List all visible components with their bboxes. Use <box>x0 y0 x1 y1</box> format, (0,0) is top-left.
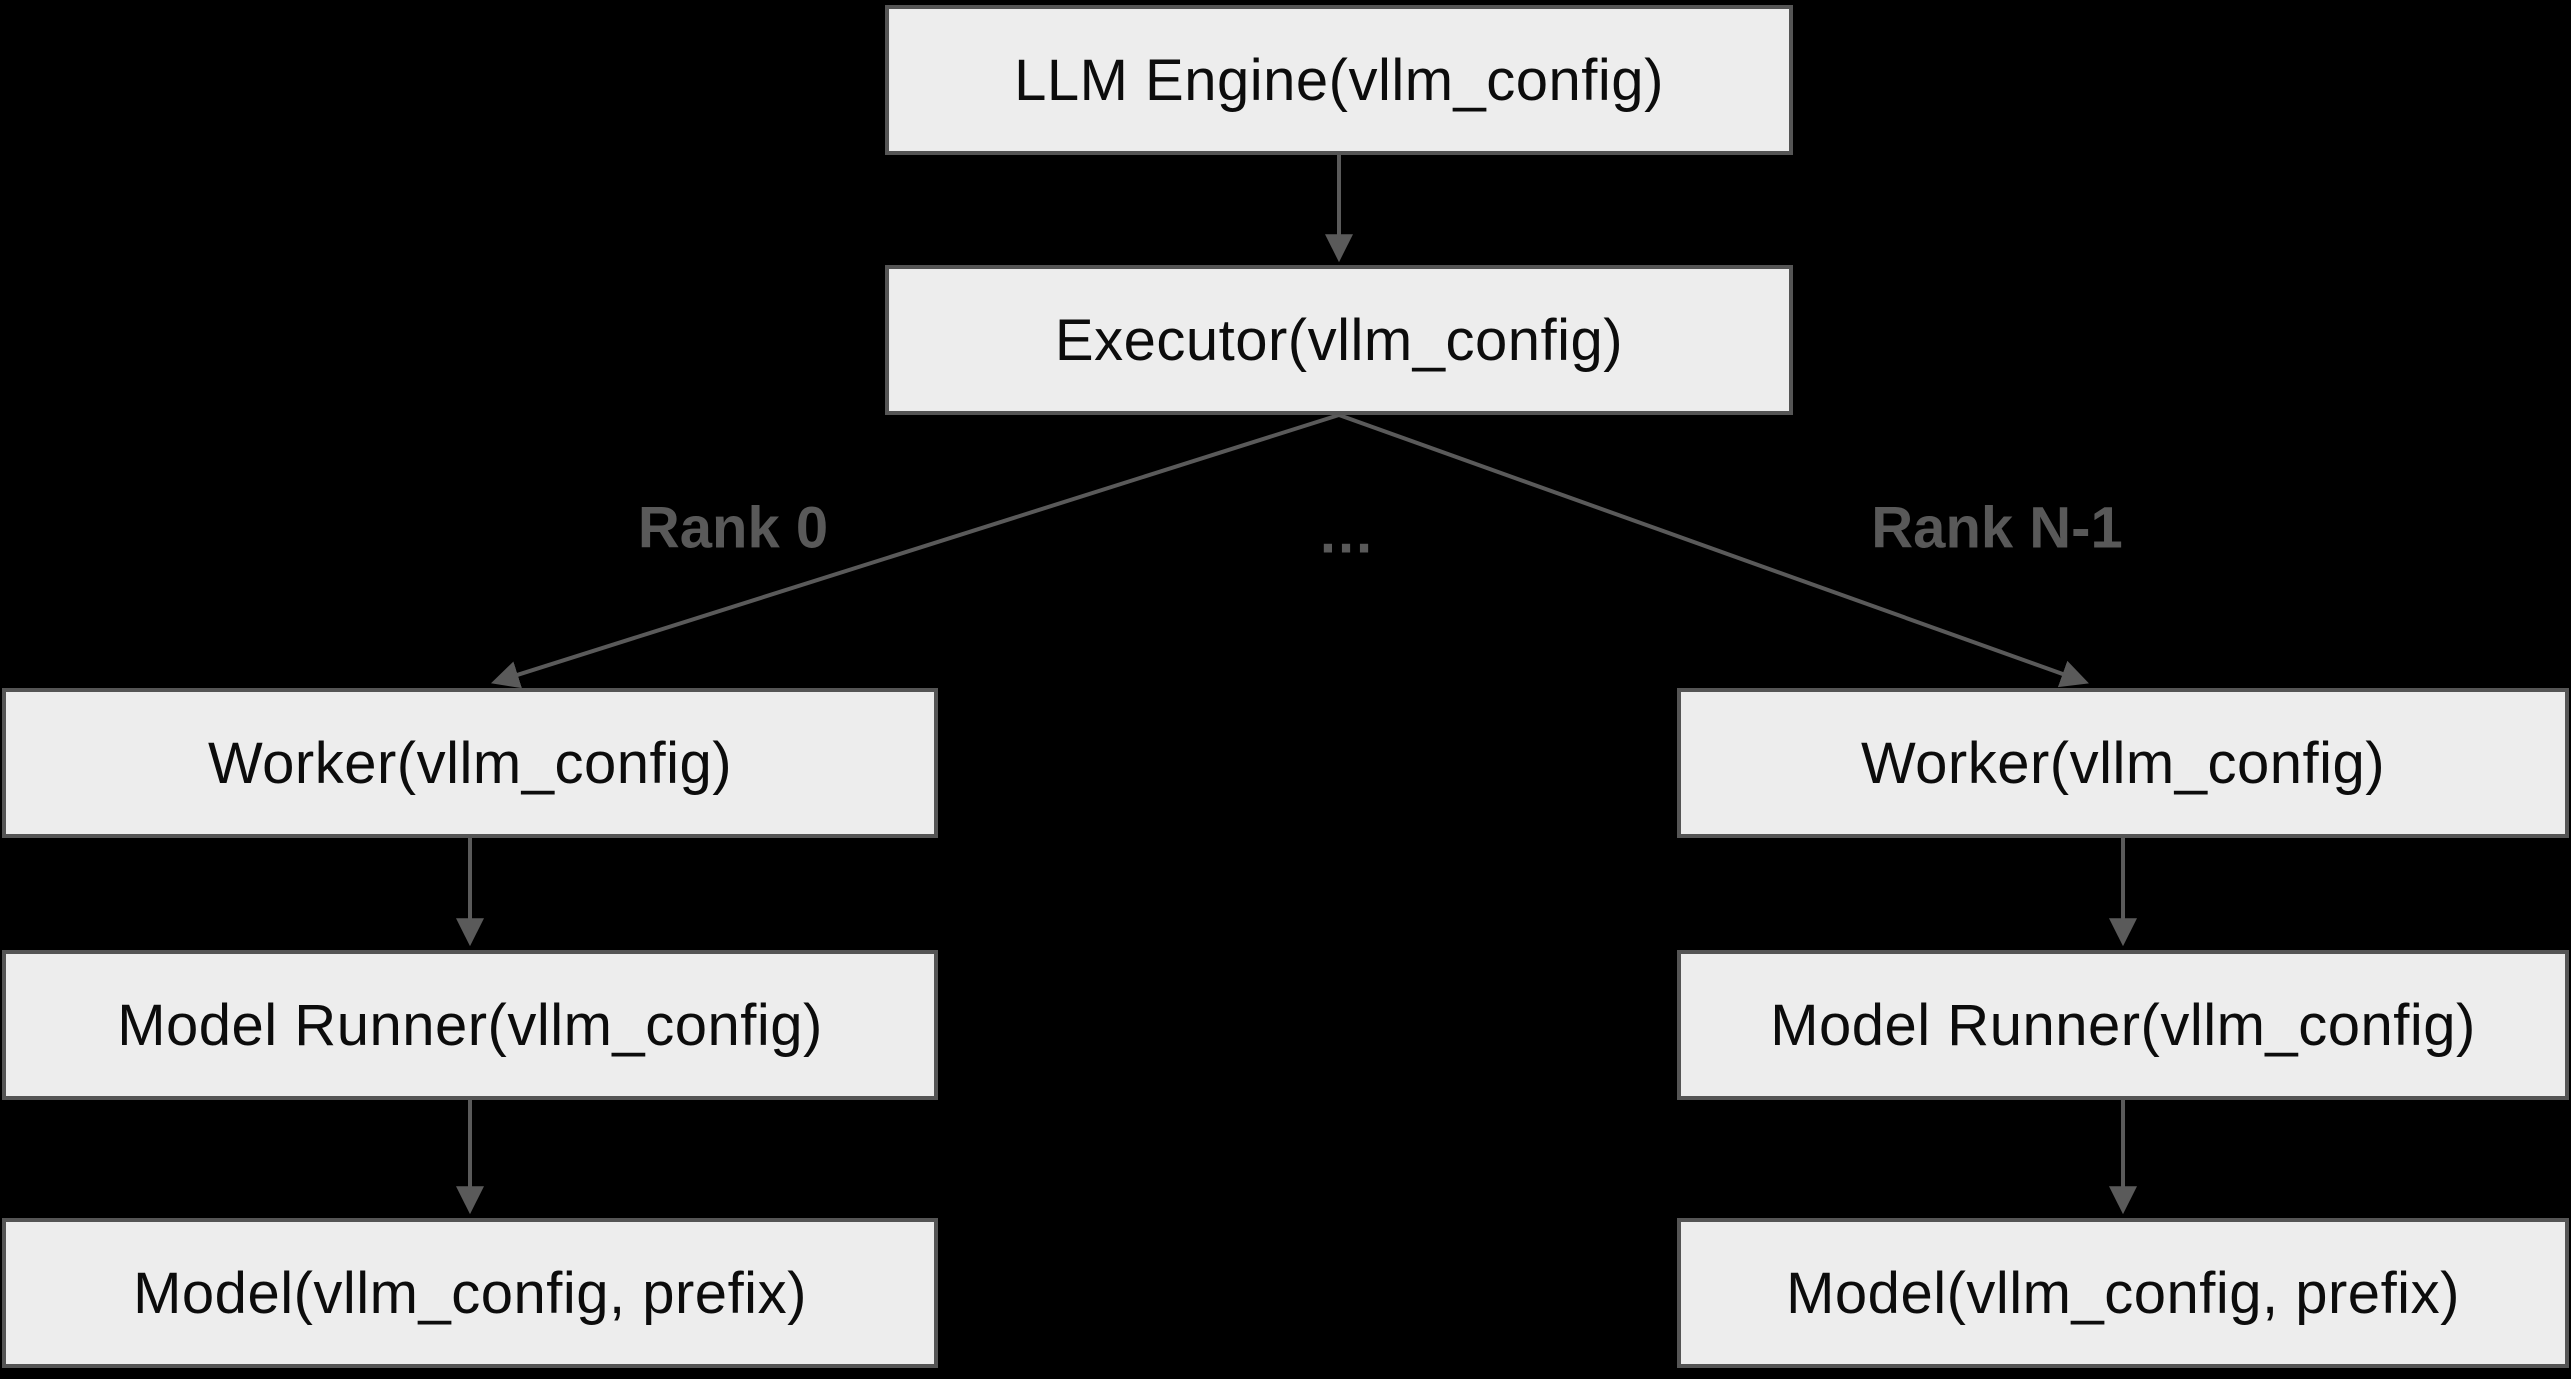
edge-label-ellipsis: ... <box>1319 500 1375 566</box>
node-worker-left: Worker(vllm_config) <box>2 688 938 838</box>
edge-label-rank-0: Rank 0 <box>637 495 829 561</box>
edge-label-rank-n-1: Rank N-1 <box>1871 495 2123 561</box>
node-llm-engine: LLM Engine(vllm_config) <box>885 5 1793 155</box>
node-model-right: Model(vllm_config, prefix) <box>1677 1218 2569 1368</box>
node-model-left: Model(vllm_config, prefix) <box>2 1218 938 1368</box>
node-worker-right: Worker(vllm_config) <box>1677 688 2569 838</box>
node-model-runner-right: Model Runner(vllm_config) <box>1677 950 2569 1100</box>
node-executor: Executor(vllm_config) <box>885 265 1793 415</box>
arrow-executor-to-worker-left <box>490 413 1340 689</box>
node-model-runner-left: Model Runner(vllm_config) <box>2 950 938 1100</box>
